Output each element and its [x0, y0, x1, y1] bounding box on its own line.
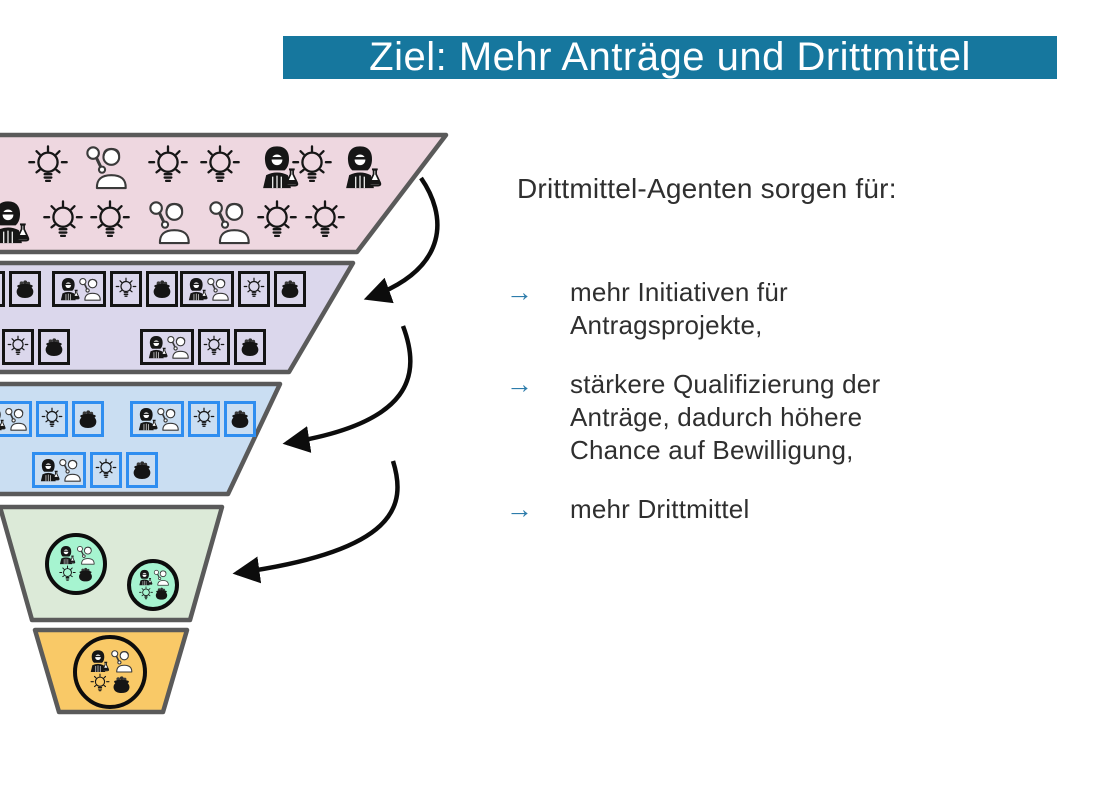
bullet-item: → mehr Initiativen für Antragsprojekte, [506, 276, 926, 342]
bullet-text: stärkere Qualifizierung der Anträge, dad… [570, 369, 881, 465]
arrow-bullet-icon: → [506, 277, 533, 307]
bullet-text: mehr Initiativen für Antragsprojekte, [570, 277, 788, 340]
arrow-bullet-icon: → [506, 369, 533, 399]
page-title: Ziel: Mehr Anträge und Drittmittel [283, 35, 1057, 79]
bullet-list: → mehr Initiativen für Antragsprojekte, … [506, 276, 926, 552]
bullet-text: mehr Drittmittel [570, 494, 750, 524]
funnel-stage-ideen [0, 132, 449, 255]
funnel-stage-antragsprojekte [0, 260, 356, 375]
flow-arrow-icon [363, 176, 440, 304]
right-panel-heading: Drittmittel-Agenten sorgen für: [517, 173, 897, 204]
flow-arrow-icon [282, 325, 413, 453]
bullet-item: → stärkere Qualifizierung der Anträge, d… [506, 368, 926, 467]
funnel-stage-bewilligte-projekte [0, 504, 225, 623]
arrow-bullet-icon: → [506, 494, 533, 524]
funnel-stage-qualifizierte-antraege [0, 381, 283, 497]
flow-arrow-icon [232, 460, 400, 584]
bullet-item: → mehr Drittmittel [506, 493, 926, 526]
funnel-stage-drittmittel-projekt [32, 627, 190, 715]
